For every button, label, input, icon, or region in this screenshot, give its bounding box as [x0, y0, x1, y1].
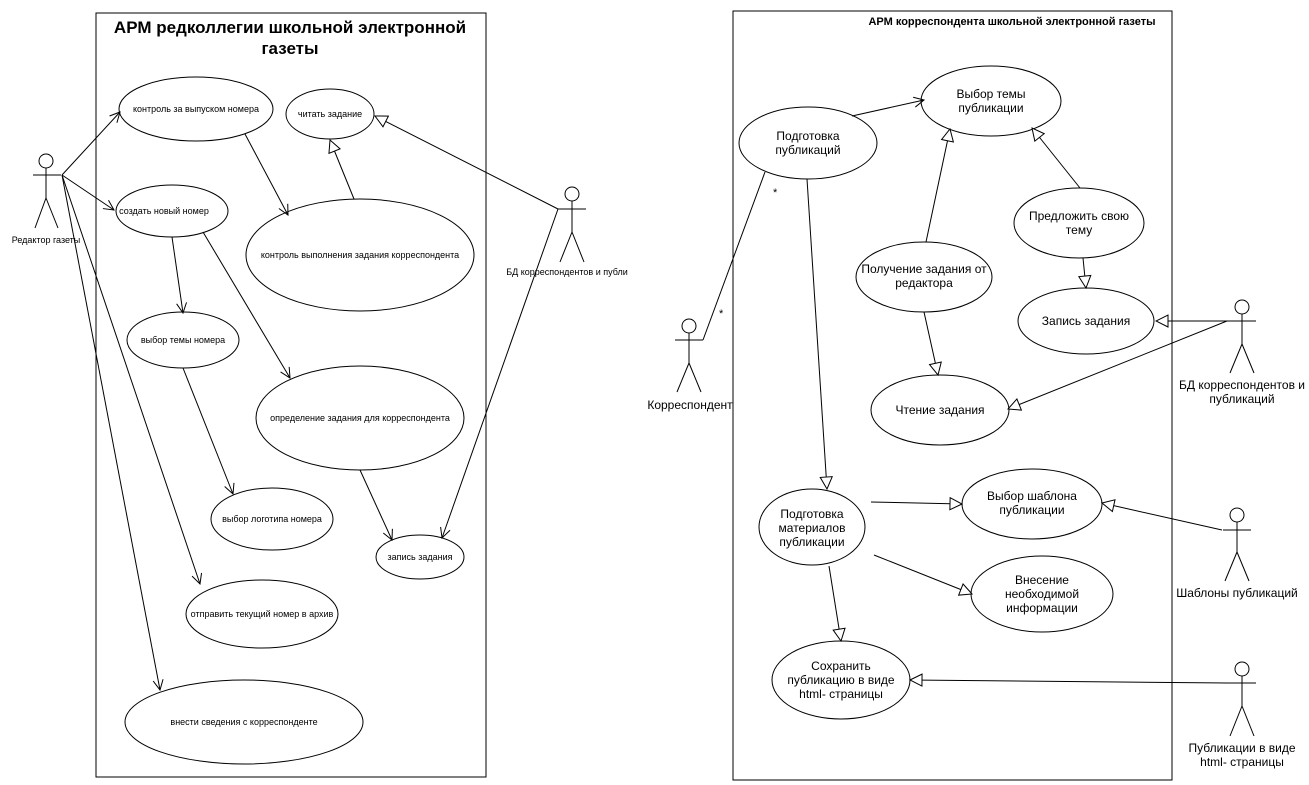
uc-choose-topic-label-2: публикации — [958, 101, 1023, 115]
actor-html-pubs-label-1: Публикации в виде — [1188, 741, 1295, 755]
dep-choose-theme-logo — [182, 367, 233, 494]
uc-enter-info-label-2: необходимой — [1005, 587, 1079, 601]
uc-prepare-materials-label-2: материалов — [779, 521, 846, 535]
uc-choose-template-label-2: публикации — [999, 503, 1064, 517]
actor-db-right — [1227, 299, 1256, 374]
left-panel: АРМ редколлегии школьной электронной газ… — [12, 12, 628, 778]
uc-read-task-right-label: Чтение задания — [895, 403, 984, 417]
uc-control-task-label: контроль выполнения задания корреспонден… — [261, 250, 459, 260]
uc-record-task — [375, 534, 465, 580]
left-title-line-2: газеты — [261, 39, 318, 58]
uc-write-task-label: Запись задания — [1042, 314, 1130, 328]
uc-create-issue-label: создать новый номер — [119, 206, 209, 216]
dep-control-issue-control-task — [244, 133, 288, 215]
uc-prepare-pub-label-2: публикаций — [775, 143, 840, 157]
uc-get-task-label-2: редактора — [895, 276, 953, 290]
right-title: АРМ корреспондента школьной электронной … — [868, 16, 1155, 28]
multiplicity-bottom: * — [719, 308, 724, 320]
uc-save-html-label-1: Сохранить — [811, 659, 871, 673]
gen-get-task-choose-topic — [925, 129, 950, 243]
uc-enter-info-label-1: Внесение — [1015, 573, 1069, 587]
uc-choose-topic-label-1: Выбор темы — [956, 87, 1025, 101]
uc-prepare-pub — [738, 106, 878, 180]
uc-send-archive-label: отправить текущий номер в архив — [191, 609, 334, 619]
uc-choose-logo — [210, 487, 334, 551]
uc-propose-topic — [1013, 187, 1145, 259]
dep-materials-enter-info — [873, 554, 972, 594]
assoc-editor-add-info — [61, 174, 160, 690]
actor-db-left-label: БД корреспондентов и публи — [506, 267, 627, 277]
dep-define-task-record — [359, 469, 392, 540]
dep-materials-choose-template — [870, 502, 962, 504]
uc-choose-theme-label: выбор темы номера — [141, 335, 225, 345]
uc-prepare-pub-label-1: Подготовка — [776, 129, 839, 143]
gen-propose-choose-topic — [1032, 128, 1081, 189]
uc-prepare-materials-label-3: публикации — [779, 535, 844, 549]
uc-propose-topic-label-1: Предложить свою — [1029, 209, 1129, 223]
assoc-editor-create-issue — [61, 174, 114, 210]
actor-html-pubs — [1228, 661, 1256, 737]
uc-choose-template-label-1: Выбор шаблона — [987, 489, 1077, 503]
actor-editor-label: Редактор газеты — [12, 235, 81, 245]
assoc-templates-choose-template — [1102, 503, 1223, 531]
assoc-editor-control-issue — [61, 112, 120, 176]
system-boundary-right — [732, 10, 1173, 781]
actor-html-pubs-label-2: html- страницы — [1200, 755, 1284, 769]
uc-read-task-label: читать задание — [298, 109, 362, 119]
uc-control-issue-label: контроль за выпуском номера — [133, 104, 259, 114]
actor-db-right-label-1: БД корреспондентов и — [1179, 378, 1305, 392]
uc-control-task — [245, 198, 475, 312]
actor-db-left — [558, 186, 586, 263]
dep-create-issue-define-task — [202, 231, 290, 378]
uc-save-html-label-2: публикацию в виде — [787, 673, 895, 687]
uc-prepare-materials — [758, 488, 866, 566]
uc-define-task-label: определение задания для корреспондента — [270, 413, 450, 423]
dep-prepare-pub-prepare-materials — [806, 178, 827, 489]
right-panel: АРМ корреспондента школьной электронной … — [647, 10, 1305, 781]
assoc-db-record-task — [442, 208, 559, 538]
actor-correspondent-label: Корреспондент — [647, 398, 733, 412]
actor-editor — [33, 153, 61, 229]
uc-propose-topic-label-2: тему — [1066, 223, 1092, 237]
dep-get-task-read-task — [923, 311, 938, 375]
uc-add-info — [124, 679, 364, 765]
assoc-correspondent-prepare-pub — [702, 171, 766, 341]
dep-create-issue-choose-theme — [171, 236, 183, 313]
uc-send-archive — [185, 579, 339, 649]
uc-add-info-label: внести сведения с корреспонденте — [170, 717, 317, 727]
system-boundary-left — [95, 12, 487, 778]
uc-enter-info-label-3: информации — [1006, 601, 1078, 615]
dep-prepare-pub-choose-topic — [851, 100, 924, 117]
actor-correspondent — [675, 318, 703, 393]
dep-propose-write-task — [1083, 257, 1086, 288]
uc-save-html-label-3: html- страницы — [799, 687, 883, 701]
assoc-db-read-task — [1008, 320, 1228, 409]
uc-control-issue — [118, 76, 274, 142]
left-title-line-1: АРМ редколлегии школьной электронной — [114, 18, 466, 37]
actor-db-right-label-2: публикаций — [1209, 392, 1274, 406]
uc-prepare-materials-label-1: Подготовка — [780, 507, 843, 521]
assoc-html-pubs-save-html — [910, 680, 1229, 683]
gen-control-task-read-task — [330, 140, 355, 200]
actor-templates — [1223, 507, 1251, 582]
assoc-editor-send-archive — [61, 174, 200, 584]
multiplicity-top: * — [773, 187, 778, 199]
uc-get-task-label-1: Получение задания от — [861, 262, 987, 276]
gen-db-read-task — [375, 116, 559, 210]
dep-materials-save-html — [828, 565, 841, 641]
actor-templates-label: Шаблоны публикаций — [1176, 586, 1298, 600]
uc-choose-logo-label: выбор логотипа номера — [222, 514, 322, 524]
uc-record-task-label: запись задания — [388, 552, 453, 562]
